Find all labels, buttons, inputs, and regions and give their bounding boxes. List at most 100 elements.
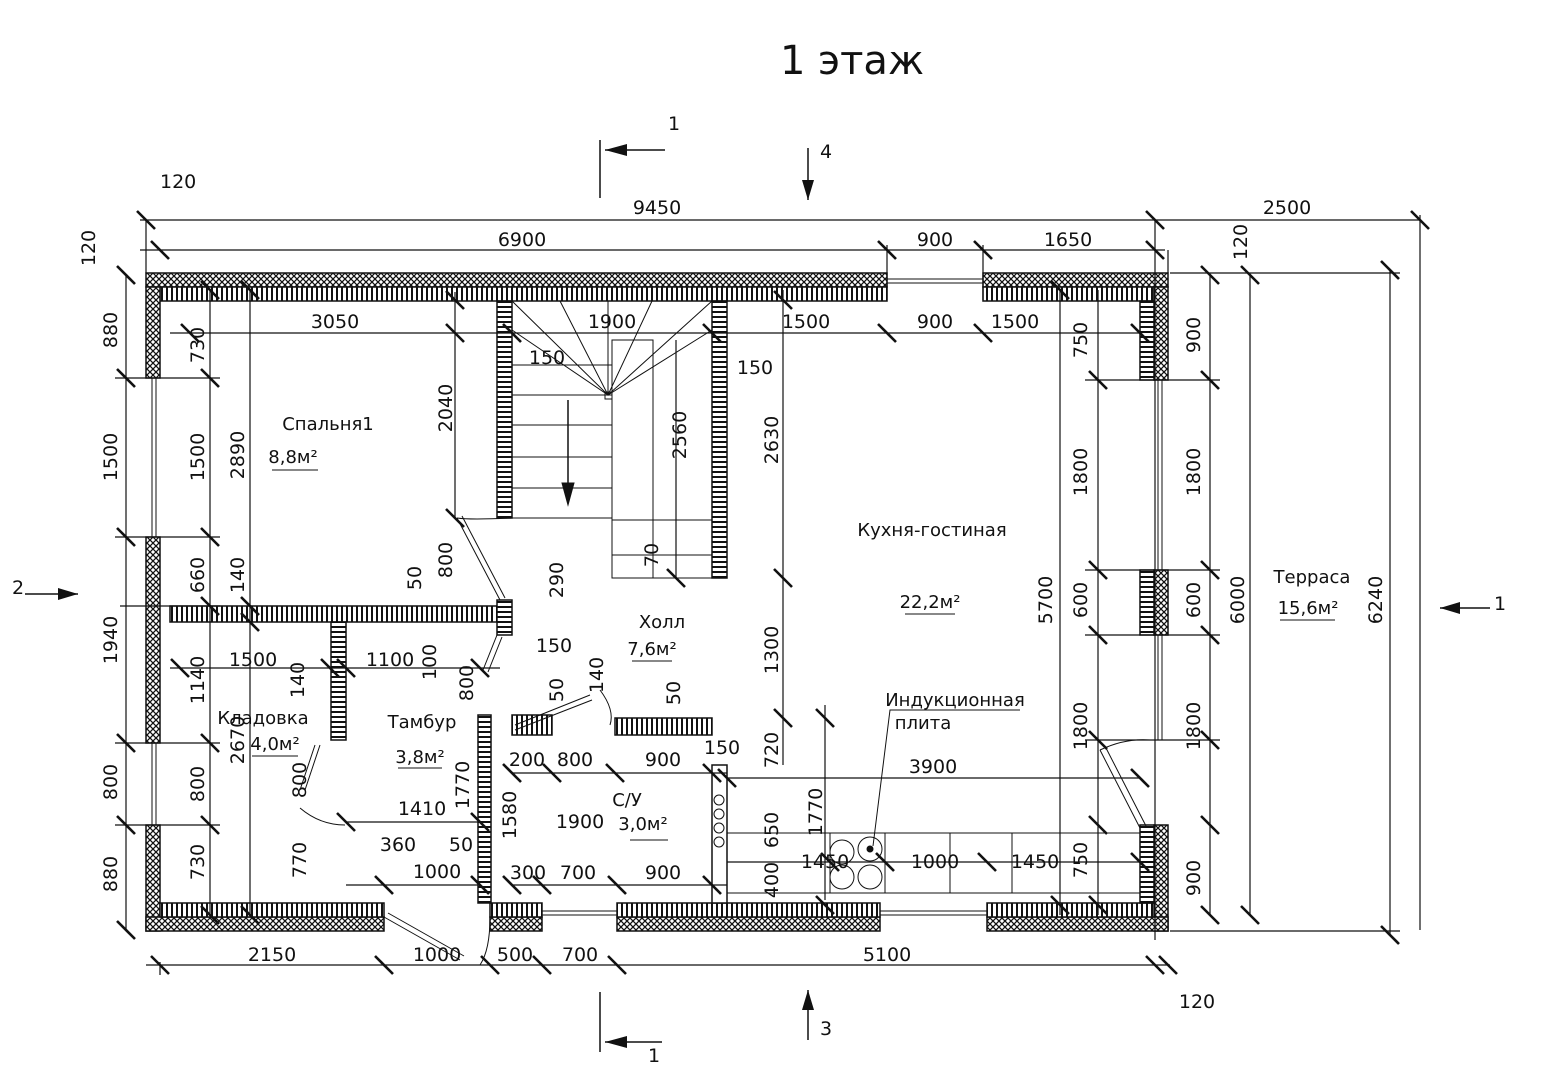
dimension-tick <box>336 658 356 678</box>
dimension-tick <box>977 852 997 872</box>
dim-label: 1000 <box>413 944 461 966</box>
dimension-tick <box>666 568 686 588</box>
section-markers: 1 4 2 1 3 1 <box>12 113 1506 1067</box>
dimension-tick <box>532 955 552 975</box>
dim-label: 700 <box>562 944 598 966</box>
room-area: 4,0м² <box>250 734 299 755</box>
dimension-tick <box>702 763 722 783</box>
dim-label: 1650 <box>1044 229 1092 251</box>
dimension-tick <box>542 763 562 783</box>
drawing-title: 1 этаж <box>780 38 924 84</box>
dimension-tick <box>1200 815 1220 835</box>
room-name: Холл <box>639 612 685 633</box>
view-label: 2 <box>12 577 24 599</box>
dim-label: 770 <box>289 842 311 878</box>
top-dimensions: 120 9450 2500 6900 900 1650 120 120 <box>78 171 1311 266</box>
dimension-tick <box>1145 210 1165 230</box>
dim-label: 1100 <box>366 649 414 671</box>
dimension-tick <box>200 905 220 925</box>
dimension-tick <box>200 280 220 300</box>
dimension-tick <box>336 812 356 832</box>
dimension-tick <box>1130 852 1150 872</box>
dim-label: 140 <box>227 557 249 593</box>
dim-label: 120 <box>1179 991 1215 1013</box>
dimension-tick <box>502 763 522 783</box>
dim-label: 1140 <box>187 656 209 704</box>
dim-label: 730 <box>187 327 209 363</box>
dimension-tick <box>1088 370 1108 390</box>
dimension-tick <box>1200 625 1220 645</box>
dimension-tick <box>502 323 522 343</box>
dim-label: 1800 <box>1183 702 1205 750</box>
dimension-tick <box>1050 895 1070 915</box>
dimension-tick <box>1410 210 1430 230</box>
dimension-tick <box>150 240 170 260</box>
dim-label: 2150 <box>248 944 296 966</box>
dim-label: 880 <box>100 312 122 348</box>
dim-label: 900 <box>917 311 953 333</box>
dimension-tick <box>1380 260 1400 280</box>
room-area: 7,6м² <box>627 639 676 660</box>
dim-label: 1500 <box>229 649 277 671</box>
dimension-tick <box>445 323 465 343</box>
dimension-tick <box>116 815 136 835</box>
dimension-tick <box>702 323 722 343</box>
view-label: 4 <box>820 141 832 163</box>
dim-label: 150 <box>737 357 773 379</box>
dim-label: 6240 <box>1365 576 1387 624</box>
dim-label: 150 <box>529 347 565 369</box>
dim-label: 100 <box>419 644 441 680</box>
section-label: 1 <box>648 1045 660 1067</box>
dimension-tick <box>717 768 737 788</box>
dimension-tick <box>1200 370 1220 390</box>
dim-label: 750 <box>1070 842 1092 878</box>
dim-label: 2670 <box>227 716 249 764</box>
dimension-tick <box>877 323 897 343</box>
dimension-tick <box>875 852 895 872</box>
dimension-tick <box>374 875 394 895</box>
dimension-tick <box>605 763 625 783</box>
interior-walls <box>169 300 728 904</box>
dimension-tick <box>1130 323 1150 343</box>
dimension-tick <box>1145 955 1165 975</box>
dim-label: 730 <box>187 844 209 880</box>
dimension-tick <box>445 508 465 528</box>
dim-label: 150 <box>536 635 572 657</box>
dim-label: 700 <box>560 862 596 884</box>
dim-label: 120 <box>160 171 196 193</box>
dimension-tick <box>170 658 190 678</box>
dim-label: 50 <box>449 834 473 856</box>
section-label: 1 <box>668 113 680 135</box>
dimension-tick <box>1240 905 1260 925</box>
dimension-tick <box>116 265 136 285</box>
dimension-tick <box>240 596 260 616</box>
dim-label: 800 <box>100 764 122 800</box>
room-name: Кухня-гостиная <box>857 520 1006 541</box>
room-name: Спальня1 <box>282 414 374 435</box>
dim-label: 500 <box>497 944 533 966</box>
dim-label: 1410 <box>398 798 446 820</box>
dim-label: 140 <box>287 662 309 698</box>
dim-label: 6000 <box>1227 576 1249 624</box>
dimension-tick <box>116 920 136 940</box>
dimension-tick <box>470 875 490 895</box>
dimension-tick <box>480 955 500 975</box>
dim-label: 1500 <box>187 433 209 481</box>
dimension-tick <box>445 290 465 310</box>
dimension-tick <box>1200 730 1220 750</box>
dimension-tick <box>973 323 993 343</box>
windows <box>151 278 1163 916</box>
dimension-tick <box>470 812 490 832</box>
dimension-tick <box>116 368 136 388</box>
dim-label: 900 <box>1183 317 1205 353</box>
room-area: 15,6м² <box>1278 598 1339 619</box>
staircase <box>511 300 713 579</box>
dim-label: 150 <box>704 737 740 759</box>
left-dimensions: 8801500194080088073015006601140800730289… <box>100 312 1387 1013</box>
dimension-tick <box>1200 905 1220 925</box>
dim-label: 290 <box>546 562 568 598</box>
dimension-tick <box>973 240 993 260</box>
exterior-walls <box>145 272 1169 932</box>
dimension-tick <box>200 815 220 835</box>
dimension-tick <box>116 733 136 753</box>
